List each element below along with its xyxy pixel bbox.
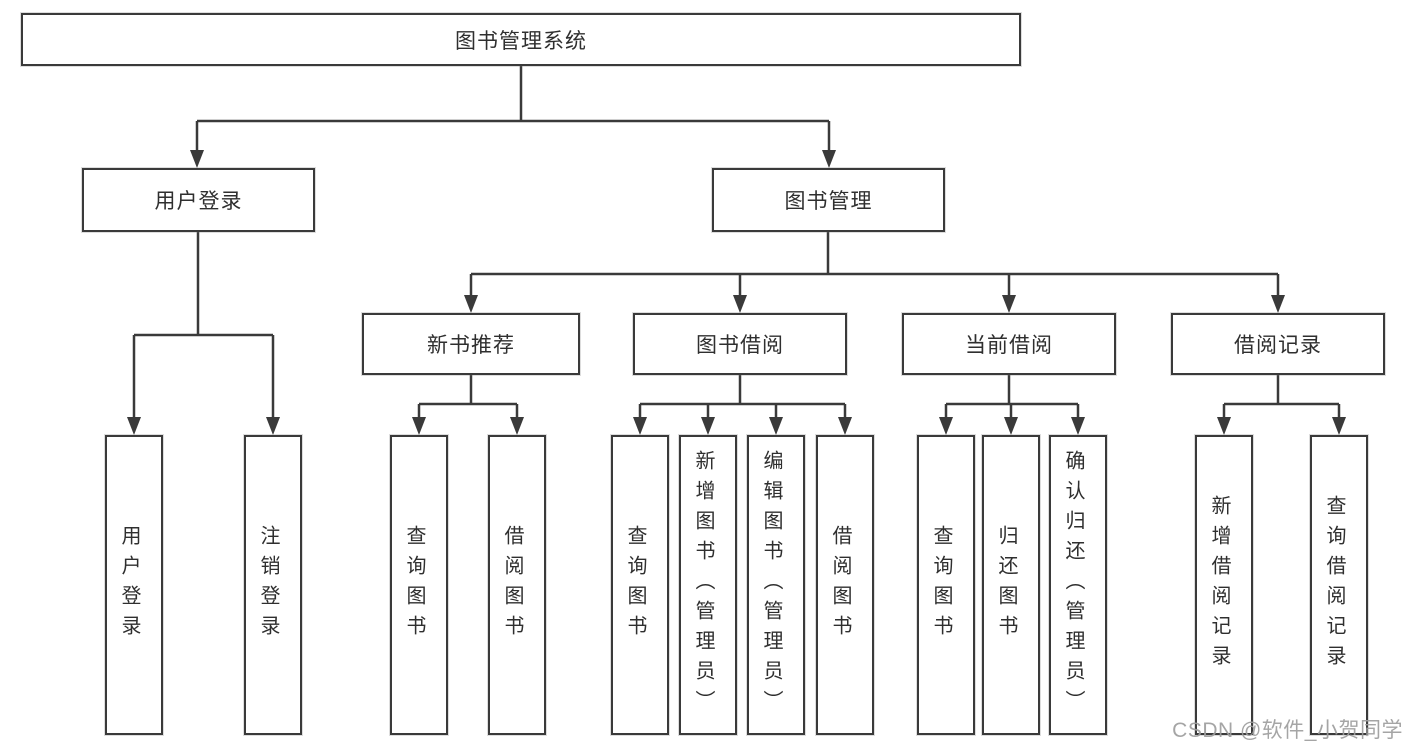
arrow-icon [633,417,647,435]
arrow-icon [190,150,204,168]
leaf-borrow-books-recommend: 借阅图书 [488,435,546,735]
arrow-icon [769,417,783,435]
node-new-book-recommend: 新书推荐 [362,313,580,375]
arrow-icon [266,417,280,435]
node-user-login: 用户登录 [82,168,315,232]
node-current-borrow: 当前借阅 [902,313,1116,375]
leaf-confirm-return-admin: 确认归还（管理员） [1049,435,1107,735]
arrow-icon [412,417,426,435]
leaf-query-books-borrow: 查询图书 [611,435,669,735]
arrow-icon [822,150,836,168]
arrow-icon [127,417,141,435]
csdn-watermark: CSDN @软件_小贺同学 [1172,719,1403,742]
arrow-icon [1217,417,1231,435]
arrow-icon [510,417,524,435]
leaf-add-borrow-record: 新增借阅记录 [1195,435,1253,735]
leaf-edit-book-admin: 编辑图书（管理员） [747,435,805,735]
leaf-return-book: 归还图书 [982,435,1040,735]
leaf-query-books-recommend: 查询图书 [390,435,448,735]
leaf-borrow-books: 借阅图书 [816,435,874,735]
node-book-borrow: 图书借阅 [633,313,847,375]
arrow-icon [1332,417,1346,435]
arrow-icon [464,295,478,313]
arrow-icon [1002,295,1016,313]
node-book-management: 图书管理 [712,168,945,232]
arrow-icon [939,417,953,435]
leaf-logout: 注销登录 [244,435,302,735]
arrow-icon [733,295,747,313]
arrow-icon [838,417,852,435]
arrow-icon [1004,417,1018,435]
arrow-icon [1271,295,1285,313]
leaf-query-borrow-record: 查询借阅记录 [1310,435,1368,735]
node-borrow-records: 借阅记录 [1171,313,1385,375]
arrow-icon [701,417,715,435]
node-root-system: 图书管理系统 [21,13,1021,66]
leaf-user-login: 用户登录 [105,435,163,735]
leaf-query-books-current: 查询图书 [917,435,975,735]
arrow-icon [1071,417,1085,435]
leaf-add-book-admin: 新增图书（管理员） [679,435,737,735]
